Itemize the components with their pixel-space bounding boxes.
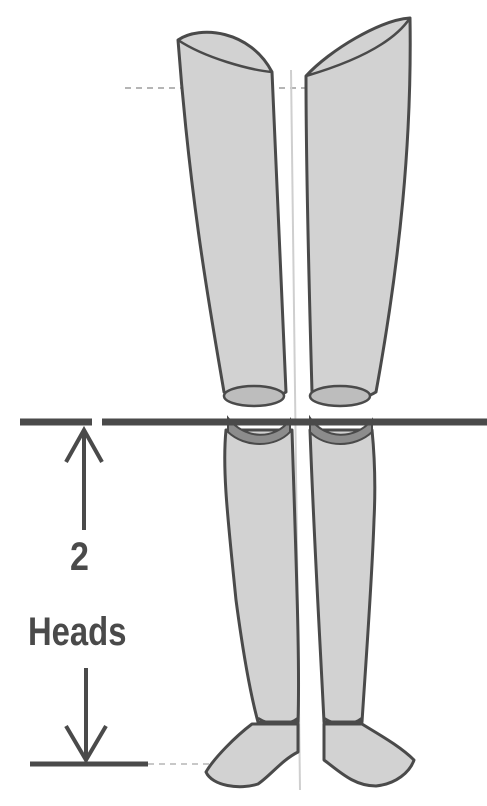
left-lower-leg (225, 430, 299, 722)
left-foot (206, 724, 298, 787)
right-kneecap (310, 386, 370, 406)
right-thigh (306, 18, 410, 400)
left-thigh (178, 32, 286, 400)
right-lower-leg (310, 430, 375, 722)
left-kneecap (224, 386, 284, 406)
measurement-number: 2 (70, 535, 89, 580)
measurement-unit: Heads (28, 610, 126, 655)
right-foot (324, 724, 414, 786)
